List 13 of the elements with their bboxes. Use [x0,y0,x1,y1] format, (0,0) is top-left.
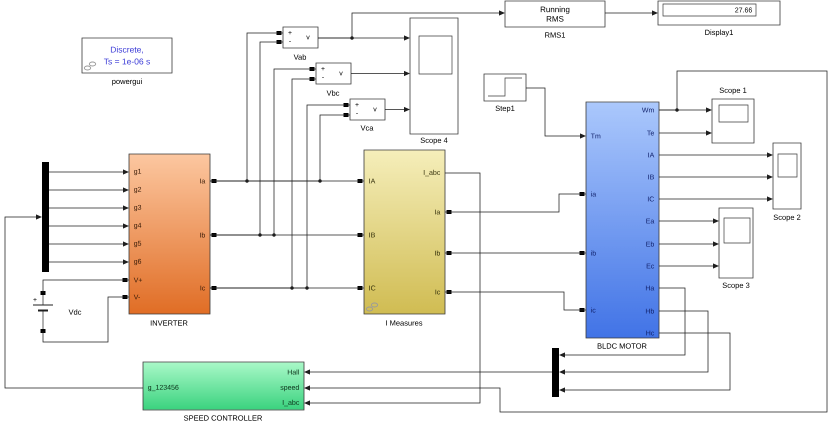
parameter-block: Discrete, Ts = 1e-06 s [82,38,172,74]
mux-bar [42,162,49,272]
connection-line [444,194,586,212]
mux-bar [552,348,559,397]
connection-line [42,296,130,342]
rms-block: Running RMS [504,0,606,28]
connection-line [444,252,586,254]
connection-line [210,114,350,182]
connection-line [210,104,350,288]
connection-line [444,292,586,310]
connection-line [42,280,130,294]
signal-arrow [4,214,144,388]
connection-line [210,68,316,236]
